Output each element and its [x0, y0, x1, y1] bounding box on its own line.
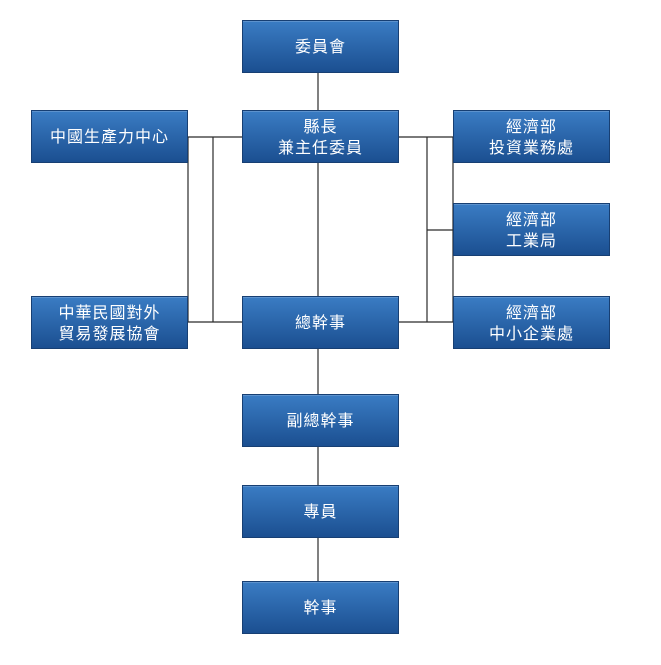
- node-taitra-line1: 中華民國對外: [58, 302, 161, 322]
- node-taitra: 中華民國對外 貿易發展協會: [31, 296, 188, 349]
- node-magistrate-line2: 兼主任委員: [277, 137, 363, 157]
- node-industry-line2: 工業局: [505, 230, 557, 250]
- node-cpc: 中國生產力中心: [31, 110, 188, 163]
- node-investment-line2: 投資業務處: [488, 137, 574, 157]
- node-secretary-general-line1: 總幹事: [294, 313, 346, 332]
- node-magistrate-line1: 縣長: [303, 116, 338, 136]
- node-sme: 經濟部 中小企業處: [453, 296, 610, 349]
- node-sme-line1: 經濟部: [505, 302, 557, 322]
- node-officer-line1: 幹事: [303, 598, 338, 617]
- node-investment-line1: 經濟部: [505, 116, 557, 136]
- node-officer: 幹事: [242, 581, 399, 634]
- node-deputy-secretary-general: 副總幹事: [242, 394, 399, 447]
- node-magistrate: 縣長 兼主任委員: [242, 110, 399, 163]
- node-committee: 委員會: [242, 20, 399, 73]
- node-industry: 經濟部 工業局: [453, 203, 610, 256]
- node-specialist: 專員: [242, 485, 399, 538]
- node-secretary-general: 總幹事: [242, 296, 399, 349]
- node-deputy-secretary-general-line1: 副總幹事: [286, 411, 355, 430]
- node-committee-line1: 委員會: [294, 37, 346, 56]
- node-specialist-line1: 專員: [303, 502, 338, 521]
- node-sme-line2: 中小企業處: [488, 323, 574, 343]
- node-industry-line1: 經濟部: [505, 209, 557, 229]
- node-cpc-line1: 中國生產力中心: [49, 127, 169, 146]
- node-investment: 經濟部 投資業務處: [453, 110, 610, 163]
- node-taitra-line2: 貿易發展協會: [58, 323, 161, 343]
